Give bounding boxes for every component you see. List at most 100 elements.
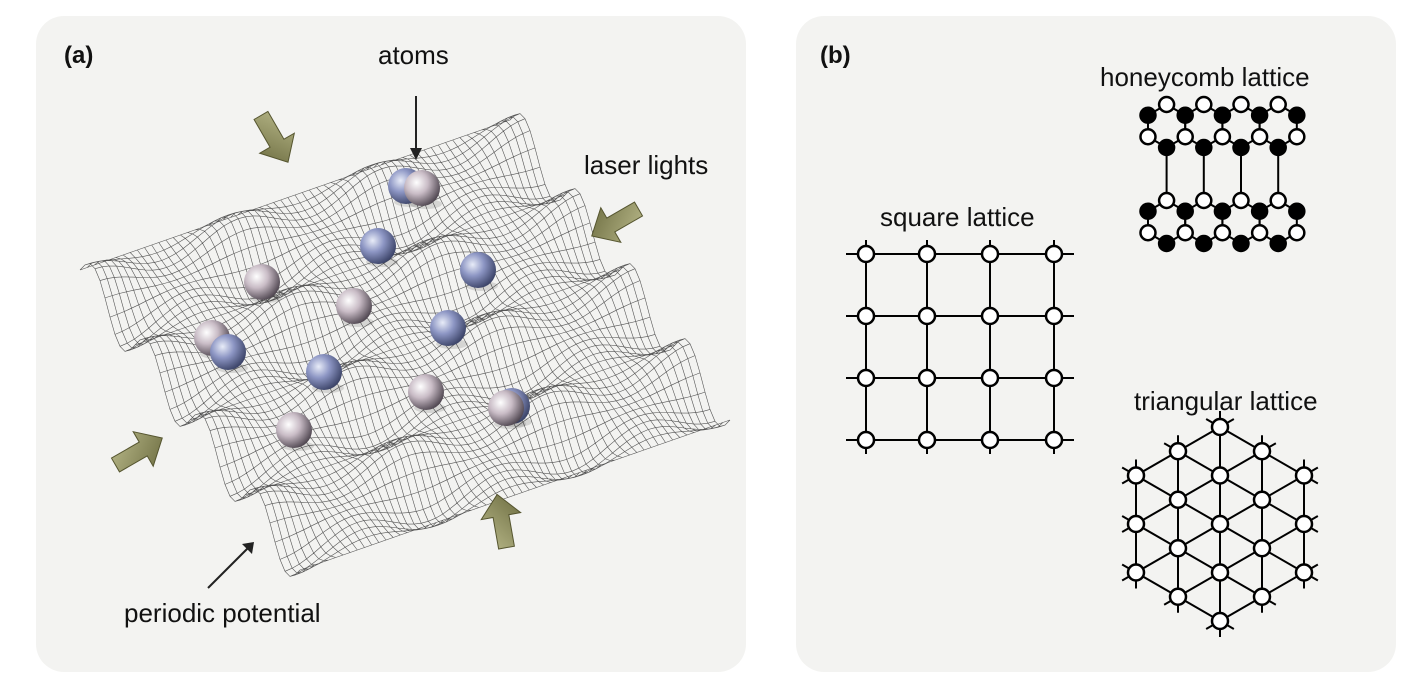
potential-pointer-arrow bbox=[207, 542, 254, 589]
square-lattice-site bbox=[856, 244, 876, 264]
atom-blue bbox=[430, 310, 466, 346]
atom-blue bbox=[460, 252, 496, 288]
square-lattice-site bbox=[1044, 244, 1064, 264]
triangular-lattice-diagram bbox=[1121, 411, 1319, 637]
honeycomb-lattice-site bbox=[1157, 138, 1176, 157]
atoms-pointer-arrow bbox=[410, 96, 422, 160]
triangular-lattice-site bbox=[1168, 587, 1188, 606]
honeycomb-lattice-site bbox=[1288, 106, 1306, 124]
laser-arrow-shape bbox=[253, 110, 296, 163]
lattice-diagrams bbox=[846, 95, 1319, 637]
square-lattice-site bbox=[856, 368, 876, 388]
square-lattice-site bbox=[980, 430, 1000, 450]
laser-arrow bbox=[591, 201, 644, 244]
atoms-label: atoms bbox=[378, 40, 449, 70]
square-lattice-site bbox=[856, 306, 876, 326]
triangular-lattice-site bbox=[1126, 514, 1146, 534]
honeycomb-lattice-site bbox=[1269, 191, 1287, 210]
square-lattice-site bbox=[856, 430, 876, 450]
laser-arrow bbox=[480, 493, 522, 550]
atom-blue bbox=[306, 354, 342, 390]
honeycomb-lattice-site bbox=[1269, 95, 1287, 114]
triangular-lattice-site bbox=[1168, 442, 1188, 461]
panel-b-tag: (b) bbox=[820, 42, 851, 69]
atom-pink bbox=[336, 288, 372, 324]
honeycomb-lattice-site bbox=[1195, 95, 1213, 114]
honeycomb-lattice-site bbox=[1250, 202, 1269, 220]
honeycomb-lattice-site bbox=[1250, 128, 1269, 146]
honeycomb-lattice-site bbox=[1232, 95, 1250, 114]
triangular-lattice-site bbox=[1294, 514, 1314, 534]
honeycomb-lattice-site bbox=[1176, 224, 1194, 242]
atom-pink bbox=[404, 170, 440, 206]
laser-arrows bbox=[110, 110, 644, 550]
honeycomb-lattice-site bbox=[1250, 224, 1269, 242]
panel-a-tag: (a) bbox=[64, 42, 94, 69]
honeycomb-lattice-site bbox=[1139, 128, 1157, 146]
triangular-lattice-site bbox=[1210, 514, 1230, 534]
triangular-lattice-site bbox=[1168, 539, 1188, 558]
square-lattice-site bbox=[980, 244, 1000, 264]
panel-lattice-types: (b) square lattice honeycomb lattice tri… bbox=[796, 16, 1396, 672]
honeycomb-lattice-site bbox=[1195, 138, 1213, 157]
square-lattice-site bbox=[980, 368, 1000, 388]
laser-arrow-shape bbox=[480, 493, 522, 550]
honeycomb-lattice-site bbox=[1176, 202, 1194, 220]
square-lattice-site bbox=[980, 306, 1000, 326]
periodic-potential-label: periodic potential bbox=[124, 598, 321, 628]
square-lattice-site bbox=[1044, 430, 1064, 450]
honeycomb-lattice-site bbox=[1232, 191, 1250, 210]
laser-arrow-shape bbox=[591, 201, 644, 244]
triangular-lattice-site bbox=[1210, 563, 1230, 582]
triangular-lattice-site bbox=[1210, 466, 1230, 485]
honeycomb-lattice-site bbox=[1269, 234, 1287, 253]
honeycomb-lattice-site bbox=[1232, 138, 1250, 157]
honeycomb-lattice-site bbox=[1195, 191, 1213, 210]
triangular-lattice-label: triangular lattice bbox=[1134, 386, 1318, 416]
honeycomb-lattice-site bbox=[1250, 106, 1269, 124]
honeycomb-lattice-site bbox=[1157, 234, 1176, 253]
atom-pink bbox=[408, 374, 444, 410]
atoms-group bbox=[194, 168, 532, 451]
honeycomb-lattice-site bbox=[1213, 224, 1232, 242]
honeycomb-lattice-site bbox=[1288, 128, 1306, 146]
honeycomb-lattice-site bbox=[1213, 202, 1232, 220]
square-lattice-site bbox=[1044, 306, 1064, 326]
triangular-lattice-site bbox=[1168, 490, 1188, 509]
honeycomb-lattice-site bbox=[1157, 95, 1176, 114]
honeycomb-lattice-diagram bbox=[1139, 95, 1306, 253]
laser-arrow bbox=[110, 430, 163, 473]
atom-pink bbox=[488, 390, 524, 426]
laser-lights-label: laser lights bbox=[584, 150, 709, 180]
honeycomb-lattice-site bbox=[1139, 224, 1157, 242]
triangular-lattice-site bbox=[1294, 563, 1314, 582]
panel-optical-lattice: (a) bbox=[36, 16, 746, 672]
honeycomb-lattice-site bbox=[1139, 202, 1157, 220]
square-lattice-site bbox=[917, 306, 937, 326]
triangular-lattice-site bbox=[1126, 563, 1146, 582]
atom-pink bbox=[276, 412, 312, 448]
square-lattice-site bbox=[917, 244, 937, 264]
triangular-lattice-site bbox=[1252, 490, 1272, 509]
atom-blue bbox=[360, 228, 396, 264]
triangular-lattice-site bbox=[1252, 442, 1272, 461]
square-lattice-diagram bbox=[846, 240, 1074, 454]
laser-arrow-shape bbox=[110, 430, 163, 473]
honeycomb-lattice-label: honeycomb lattice bbox=[1100, 62, 1310, 92]
square-lattice-site bbox=[917, 430, 937, 450]
honeycomb-lattice-site bbox=[1232, 234, 1250, 253]
triangular-lattice-site bbox=[1126, 466, 1146, 485]
honeycomb-lattice-site bbox=[1195, 234, 1213, 253]
honeycomb-lattice-site bbox=[1176, 128, 1194, 146]
optical-lattice-illustration bbox=[79, 96, 731, 589]
square-lattice-label: square lattice bbox=[880, 202, 1035, 232]
honeycomb-lattice-site bbox=[1157, 191, 1176, 210]
square-lattice-site bbox=[917, 368, 937, 388]
square-lattice-site bbox=[1044, 368, 1064, 388]
honeycomb-lattice-site bbox=[1213, 106, 1232, 124]
atom-pink bbox=[244, 264, 280, 300]
triangular-lattice-site bbox=[1210, 417, 1230, 437]
honeycomb-lattice-site bbox=[1288, 202, 1306, 220]
honeycomb-lattice-site bbox=[1288, 224, 1306, 242]
honeycomb-lattice-site bbox=[1176, 106, 1194, 124]
